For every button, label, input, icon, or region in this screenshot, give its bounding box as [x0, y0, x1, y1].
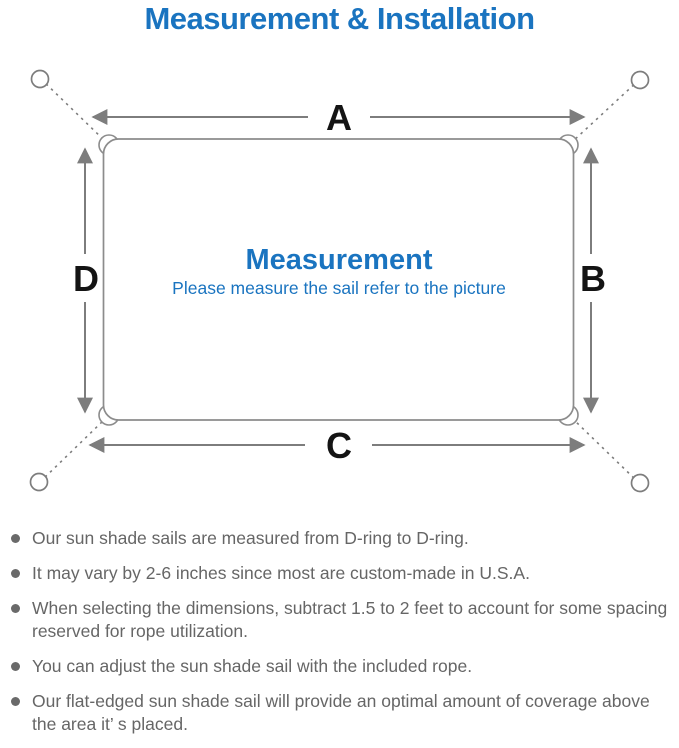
note-item: Our sun shade sails are measured from D-… — [0, 527, 679, 550]
diagram-center-title: Measurement — [246, 244, 433, 276]
bullet-icon — [11, 697, 20, 706]
dim-label-c: C — [326, 425, 352, 466]
note-text: You can adjust the sun shade sail with t… — [32, 656, 473, 676]
sail-rectangle — [102, 138, 575, 421]
anchor-circle-top-left — [30, 69, 50, 89]
note-text: Our sun shade sails are measured from D-… — [32, 528, 469, 548]
notes-list: Our sun shade sails are measured from D-… — [0, 527, 679, 748]
note-text: When selecting the dimensions, subtract … — [32, 598, 668, 641]
rope-line-top-left — [40, 78, 107, 143]
rope-line-top-right — [571, 79, 640, 143]
note-item: You can adjust the sun shade sail with t… — [0, 655, 679, 678]
note-text: Our flat-edged sun shade sail will provi… — [32, 691, 650, 734]
anchor-circle-top-right — [630, 70, 650, 90]
rope-dashed-lines — [39, 78, 640, 484]
note-item: Our flat-edged sun shade sail will provi… — [0, 690, 679, 736]
note-text: It may vary by 2-6 inches since most are… — [32, 563, 530, 583]
anchor-circle-bottom-left — [29, 472, 49, 492]
note-item: When selecting the dimensions, subtract … — [0, 597, 679, 643]
diagram-center-subtitle: Please measure the sail refer to the pic… — [172, 278, 506, 298]
bullet-icon — [11, 569, 20, 578]
page-title: Measurement & Installation — [144, 1, 535, 36]
dimension-arrows — [77, 109, 599, 453]
rope-line-bottom-left — [39, 417, 107, 483]
bullet-icon — [11, 534, 20, 543]
anchor-circle-bottom-right — [630, 473, 650, 493]
measurement-diagram: A B C D Measurement Please measure the s… — [0, 60, 679, 522]
note-item: It may vary by 2-6 inches since most are… — [0, 562, 679, 585]
bullet-icon — [11, 604, 20, 613]
rope-line-bottom-right — [571, 417, 640, 484]
dim-label-d: D — [73, 258, 99, 299]
sail-diagram-svg: A B C D Measurement Please measure the s… — [29, 69, 650, 493]
dim-label-b: B — [580, 258, 606, 299]
anchor-points — [29, 69, 650, 493]
dim-label-a: A — [326, 97, 352, 138]
bullet-icon — [11, 662, 20, 671]
